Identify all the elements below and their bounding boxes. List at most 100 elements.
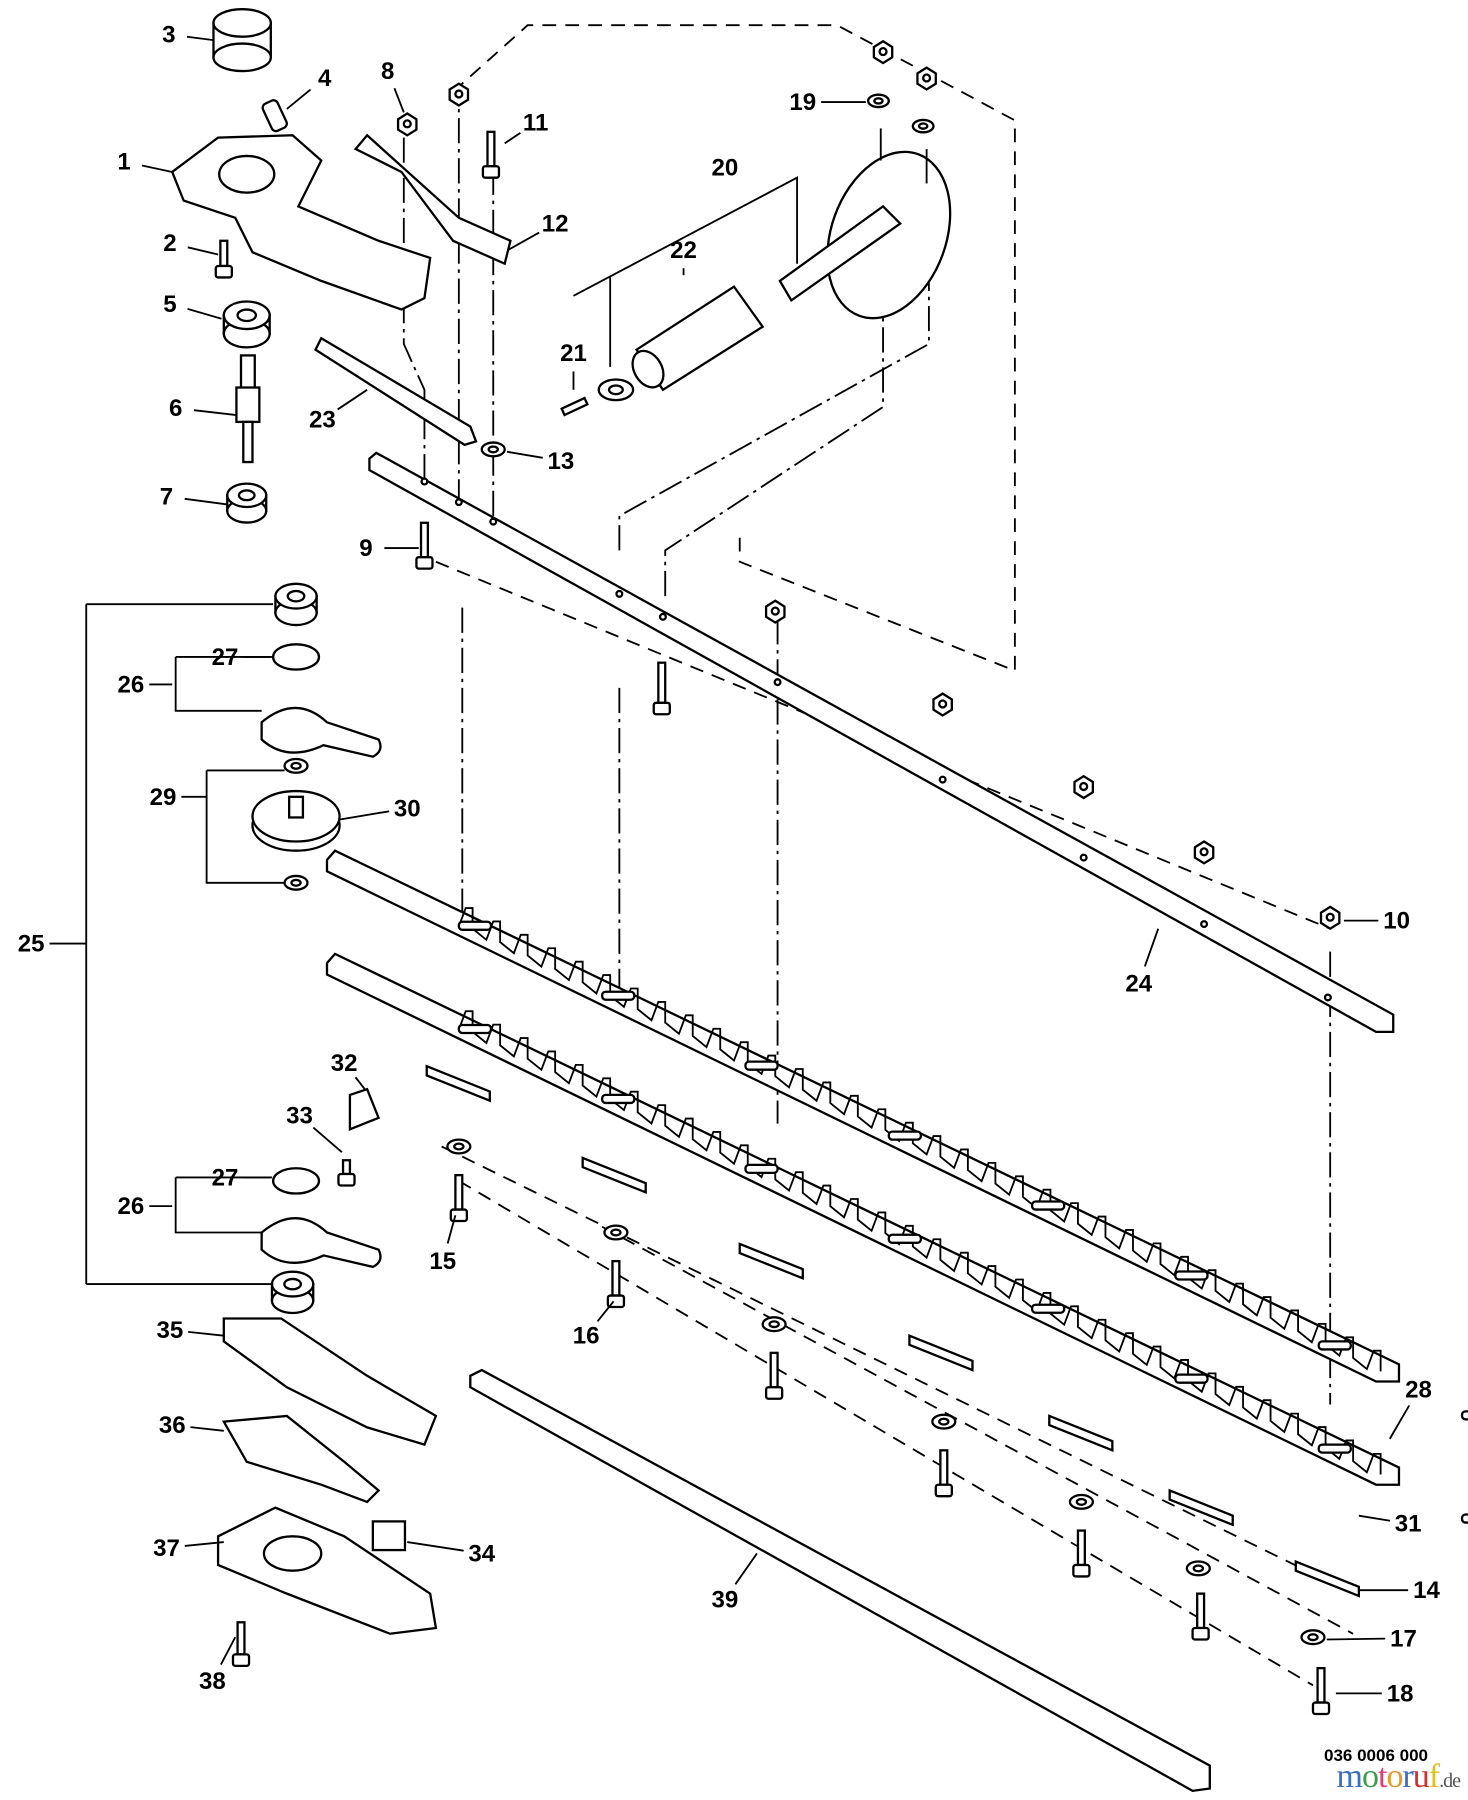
callout-31: 31: [1395, 1511, 1422, 1538]
bearing-bore: [236, 308, 258, 323]
nut-hole: [922, 73, 932, 83]
callout-leader: [506, 450, 543, 459]
callout-leader: [193, 409, 237, 416]
callout-18: 18: [1387, 1680, 1414, 1707]
callout-17: 17: [1390, 1625, 1417, 1652]
callout-leader: [338, 810, 390, 821]
bolt-head: [1191, 1626, 1210, 1641]
bar-hole: [615, 589, 624, 598]
callout-35: 35: [157, 1317, 184, 1344]
callout-leader: [407, 1541, 464, 1552]
ring: [271, 643, 321, 671]
spacer: [908, 1333, 974, 1372]
blade-slot: [1460, 1513, 1468, 1524]
callout-leader: [1143, 928, 1160, 967]
washer-hole: [487, 445, 499, 454]
reference-line: [452, 24, 1016, 673]
bolt-head: [481, 165, 501, 179]
washer-hole: [938, 1417, 950, 1426]
callout-7: 7: [160, 483, 173, 510]
blade-slot: [601, 1093, 636, 1105]
bolt-head: [652, 701, 671, 716]
washer-hole: [1307, 1633, 1319, 1642]
blade-slot: [887, 1233, 923, 1244]
callout-12: 12: [542, 211, 569, 238]
reference-line: [601, 1225, 1354, 1635]
bolt-shank: [236, 1621, 246, 1656]
bolt-head: [214, 264, 233, 279]
blade-slot: [887, 1130, 923, 1141]
callout-leader: [354, 1076, 366, 1090]
washer-hole: [768, 1320, 780, 1329]
bolt-shank: [454, 1174, 464, 1211]
bolt-shank: [611, 1260, 621, 1297]
callout-39: 39: [711, 1586, 738, 1613]
bolt-head: [1311, 1701, 1331, 1716]
callout-20: 20: [711, 154, 738, 181]
bolt-head: [449, 1208, 469, 1223]
spacer: [1048, 1414, 1114, 1453]
bolt-head: [415, 556, 434, 570]
blade-slot: [1174, 1270, 1209, 1281]
bar-hole: [420, 477, 429, 486]
plate: [353, 133, 512, 266]
bolt-shank: [769, 1351, 779, 1389]
gear-shaft: [288, 795, 305, 819]
ring: [271, 1167, 321, 1195]
callout-leader: [220, 1636, 237, 1665]
callout-leader: [190, 1426, 224, 1432]
washer-hole: [1192, 1564, 1205, 1573]
watermark-logo: motoruf.de: [1336, 1758, 1461, 1795]
callout-leader: [507, 231, 540, 251]
callout-leader: [446, 1215, 457, 1244]
blade-slot: [744, 1163, 779, 1175]
gasket: [221, 1414, 381, 1504]
scabbard: [469, 1368, 1211, 1793]
nut-hole: [454, 89, 464, 99]
callout-38: 38: [199, 1668, 226, 1695]
washer-hole: [453, 1142, 465, 1151]
callout-15: 15: [429, 1248, 456, 1275]
bracket: [348, 1087, 381, 1131]
bracket-line: [205, 770, 285, 884]
housing-bore: [218, 154, 276, 194]
blade-slot: [1174, 1373, 1209, 1384]
callout-leader: [504, 132, 521, 145]
bar-hole: [773, 678, 782, 687]
callout-22: 22: [670, 237, 697, 264]
guide-plate: [826, 150, 952, 320]
lower-blade-teeth: [457, 1010, 1382, 1475]
cover-bore: [262, 1535, 323, 1572]
connecting-bar: [368, 451, 1395, 1033]
plate: [314, 336, 478, 447]
callout-4: 4: [318, 65, 332, 92]
callout-11: 11: [523, 110, 548, 137]
spacer: [425, 1064, 491, 1103]
callout-32: 32: [331, 1050, 358, 1077]
bearing-holder: [260, 706, 382, 758]
washer-hole: [290, 878, 302, 887]
callout-24: 24: [1125, 971, 1152, 998]
bolt-shank: [486, 130, 496, 168]
callout-16: 16: [573, 1323, 600, 1350]
nut-hole: [1079, 781, 1089, 792]
reference-line: [458, 1180, 1314, 1687]
nut-hole: [938, 699, 948, 709]
lower-blade: [325, 952, 1401, 1486]
cap-top: [212, 8, 272, 38]
callout-33: 33: [286, 1103, 313, 1130]
bar-hole: [1323, 993, 1332, 1002]
callout-25: 25: [18, 931, 45, 958]
callout-leader: [734, 1552, 758, 1585]
callout-23: 23: [309, 407, 336, 434]
bearing-bore: [286, 589, 306, 603]
callout-30: 30: [394, 795, 421, 822]
callout-leader: [596, 1300, 615, 1322]
blade-slot: [1030, 1200, 1066, 1211]
callout-21: 21: [560, 340, 587, 367]
callout-9: 9: [359, 535, 372, 562]
callout-leader: [188, 1330, 224, 1337]
guide-tube: [778, 204, 903, 303]
spacer-end: [631, 349, 665, 389]
callout-leader: [186, 35, 214, 42]
